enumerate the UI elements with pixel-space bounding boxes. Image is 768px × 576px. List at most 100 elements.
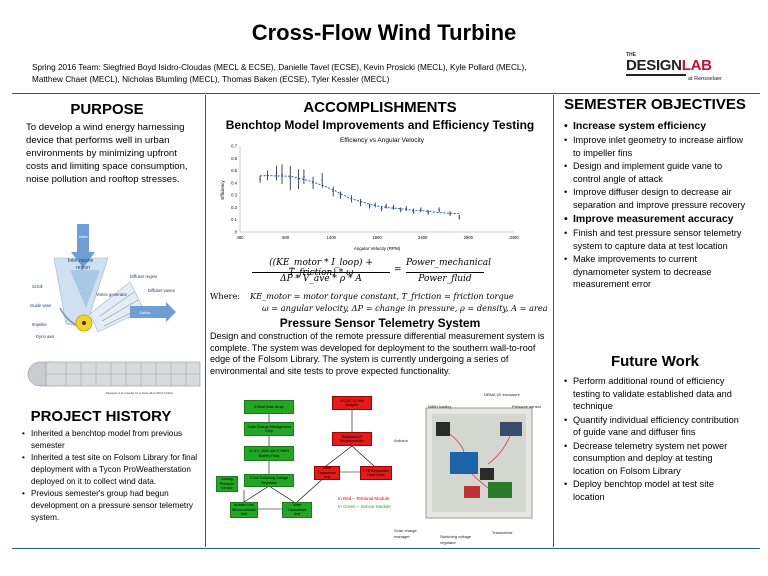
inflow-arrow-head (71, 252, 95, 268)
label-pressure-sensor: Pressure sensor (512, 404, 542, 409)
label-arduino: Arduino (394, 438, 409, 443)
future-work-item: Quantify individual efficiency contribut… (564, 414, 746, 439)
enclosure-wires (449, 433, 511, 489)
impeller-photo-fins (46, 362, 200, 386)
impeller-photo-caption: Example of an impeller for a Cross-Flow … (106, 391, 173, 395)
project-history-item: Inherited a test site on Folsom Library … (22, 452, 202, 488)
chart-y-axis-label: Efficiency (220, 180, 225, 200)
enclosure-photo: NEMA 4X enclosure NiMH battery Pressure … (394, 392, 542, 545)
diffuser-vanes-label: Diffuser vanes (148, 288, 175, 293)
poster-title: Cross-Flow Wind Turbine (251, 20, 517, 45)
inlet-nozzle-label-1: Inlet nozzle (68, 258, 94, 264)
formula-fraction-bar-right (406, 272, 484, 273)
chart-y-tick-label: 0.1 (231, 217, 237, 222)
enclosure-photo-labels: NEMA 4X enclosure NiMH battery Pressure … (394, 392, 542, 545)
turbine-diagram: Inflow Outflow Inlet nozzle region Diffu… (27, 224, 201, 395)
charge-manager-shape (480, 468, 494, 480)
objective-item: Improve inlet geometry to increase airfl… (564, 134, 746, 159)
where-line-2: ω = angular velocity, ΔP = change in pre… (262, 303, 548, 313)
block-diagram-connectors (243, 410, 375, 510)
chart-point (385, 205, 388, 208)
objective-item: Improve diffuser design to decrease air … (564, 186, 746, 211)
formula-power-mechanical: Power_mechanical (406, 258, 491, 268)
diffuser-vane-1 (99, 291, 135, 317)
project-history-list: Inherited a benchtop model from previous… (22, 428, 202, 524)
chart-point (374, 204, 377, 206)
telemetry-text: Design and construction of the remote pr… (210, 331, 545, 376)
chart-title: Efficiency vs Angular Velocity (340, 137, 425, 144)
semester-objectives-heading: SEMESTER OBJECTIVES (564, 96, 746, 113)
chart-point (339, 194, 342, 197)
block-analog-pressure-sensor: Analog Pressure Sensor (216, 476, 238, 492)
chart-x-tick-label: 400 (237, 235, 245, 240)
chart-point (380, 207, 383, 210)
objective-item: Finish and test pressure sensor telemetr… (564, 227, 746, 252)
chart-x-tick-label: 900 (282, 235, 290, 240)
legend-terminal-module: In Red – Terminal Module (338, 496, 390, 501)
objective-item: Increase system efficiency (564, 119, 746, 133)
chart-point (289, 177, 292, 179)
efficiency-chart: Efficiency vs Angular Velocity 00.10.20.… (220, 137, 520, 251)
team-members: Spring 2016 Team: Siegfried Boyd Isidro-… (32, 62, 572, 86)
chart-y-tick-label: 0.4 (231, 180, 237, 185)
chart-point (419, 208, 422, 211)
project-history-item: Previous semester's group had begun deve… (22, 488, 202, 524)
column-divider-left (205, 95, 206, 547)
label-nimh-battery: NiMH battery (428, 404, 451, 409)
block-voltage-regulator: 5 Volt Switching Voltage Regulator (244, 474, 294, 487)
formula-power-fluid: Power_fluid (418, 274, 472, 284)
objectives-list: Increase system efficiency Improve inlet… (564, 119, 746, 292)
future-work-item: Decrease telemetry system net power cons… (564, 440, 746, 478)
vortex-generator-label: Vortex generator (96, 292, 128, 297)
scroll-label: Scroll (32, 284, 43, 289)
label-solar-charge-manager-1: Solar charge (394, 528, 417, 533)
transceiver-shape (488, 482, 512, 498)
where-line-1: KE_motor = motor torque constant, T_fric… (250, 291, 514, 301)
label-nema-enclosure: NEMA 4X enclosure (484, 392, 521, 397)
block-xbee-sensor: Xbee Transceiver Unit (282, 502, 312, 518)
chart-point (281, 173, 283, 176)
project-history-heading: PROJECT HISTORY (30, 408, 172, 425)
inlet-flow-shape (70, 270, 100, 308)
chart-point (259, 178, 261, 181)
block-battery-pack: 14.4 V, 3500 mA·H NiMH Battery Pack (244, 446, 294, 461)
logo-design: DESIGN (626, 57, 682, 74)
chart-point (297, 178, 300, 181)
chart-point (399, 208, 402, 211)
chart-y-tick-label: 0.7 (231, 144, 237, 149)
objective-item: Improve measurement accuracy (564, 212, 746, 226)
diffuser-vane-2 (101, 299, 139, 322)
chart-y-tick-label: 0 (235, 230, 238, 235)
impeller-label: Impeller (32, 322, 47, 327)
telemetry-subheading: Pressure Sensor Telemetry System (279, 316, 481, 330)
future-work-list: Perform additional round of efficiency t… (564, 375, 746, 504)
label-switching-regulator-2: regulator (440, 540, 456, 545)
formula-equals: = (394, 265, 402, 275)
chart-point (427, 211, 430, 214)
chart-y-tick-label: 0.5 (231, 168, 237, 173)
block-charge-management: Solar Charge Management Chip (244, 422, 294, 436)
diffuser-region-label: Diffuser region (130, 274, 158, 279)
design-lab-logo: THE DESIGNLAB at Rensselaer (626, 52, 744, 86)
chart-point (275, 172, 278, 174)
chart-point (405, 207, 408, 210)
nimh-battery-shape (436, 422, 450, 436)
team-line-1: Spring 2016 Team: Siegfried Boyd Isidro-… (32, 63, 527, 72)
chart-point (312, 181, 314, 184)
chart-x-tick-label: 2900 (464, 235, 474, 240)
header-divider (12, 93, 760, 94)
block-arduino: Arduino Uno Microcontroller Unit (230, 502, 258, 518)
chart-x-tick-label: 2400 (418, 235, 428, 240)
formula-denominator: ΔP * V_ave * ρ * A (280, 274, 362, 284)
block-hard-drive: 1 TB Removable Hard Drive (360, 466, 392, 480)
chart-point (303, 175, 305, 178)
chart-point (449, 212, 451, 215)
column-divider-right (553, 95, 554, 547)
chart-x-tick-label: 1400 (327, 235, 337, 240)
voltage-regulator-shape (464, 486, 480, 498)
purpose-heading: PURPOSE (70, 101, 144, 118)
chart-x-tick-label: 3400 (509, 235, 519, 240)
arduino-shape (450, 452, 478, 474)
formula-numerator: ((KE_motor * I_loop) + T_friction) * ω (269, 258, 373, 278)
